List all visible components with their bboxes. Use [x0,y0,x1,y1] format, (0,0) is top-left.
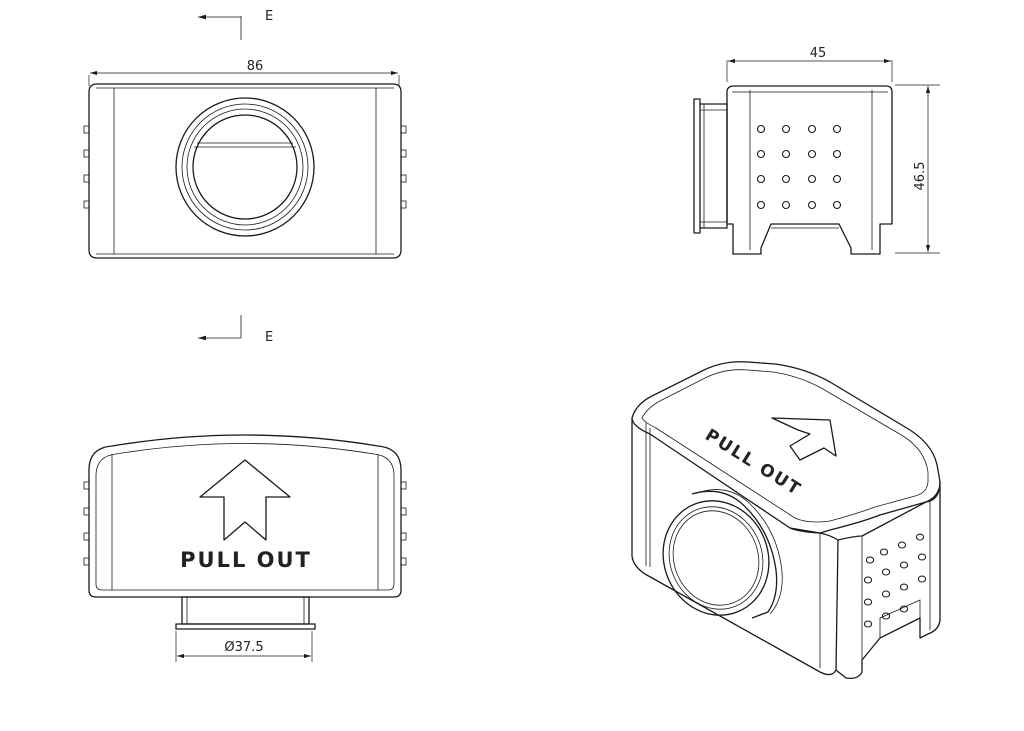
tube-diameter-dimension: Ø37.5 [224,640,263,655]
top-view: PULL OUT Ø37.5 [83,434,407,662]
pull-out-label-top: PULL OUT [180,548,312,572]
iso-tube [662,489,783,619]
side-depth-dimension: 45 [810,46,827,61]
side-view: 45 46.5 [693,46,940,255]
section-label-bottom: E [265,330,273,345]
front-width-dimension: 86 [247,59,264,74]
section-label-top: E [265,9,273,24]
section-marker-top: E [198,9,273,40]
isometric-view: PULL OUT [631,361,941,680]
side-height-dimension: 46.5 [913,162,928,191]
vent-holes-iso [863,533,927,628]
pull-out-arrow-icon [199,459,291,541]
pull-out-arrow-iso-icon [771,417,837,461]
section-marker-bottom: E [198,315,273,345]
pull-out-label-iso: PULL OUT [701,425,805,500]
front-view: 86 [83,59,407,259]
vent-holes-side [756,124,842,210]
